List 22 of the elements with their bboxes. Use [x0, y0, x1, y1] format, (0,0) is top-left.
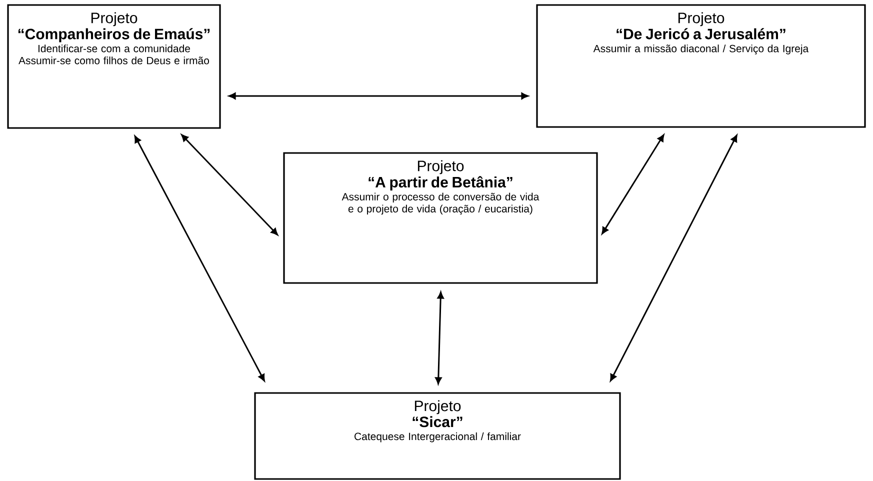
project-title: “De Jericó a Jerusalém” [616, 28, 786, 40]
double-arrow [435, 292, 444, 384]
project-box [7, 4, 221, 129]
project-description: Assumir a missão diaconal / Serviço da Igreja [593, 44, 809, 54]
project-description: Identificar-se com a comunidade Assumir-se como filhos de Deus e irmão [18, 44, 210, 64]
project-label: Projeto [678, 12, 724, 26]
project-box [283, 152, 598, 284]
project-box [254, 392, 621, 480]
project-box [536, 4, 866, 128]
project-label: Projeto [418, 160, 464, 174]
project-label: Projeto [414, 400, 461, 414]
project-description: Assumir o processo de conversão de vida e o projeto de vida (oração / eucaristia) [342, 192, 540, 215]
double-arrow [134, 136, 265, 382]
double-arrow [181, 134, 278, 236]
project-title: “Companheiros de Emaús” [18, 28, 210, 42]
project-title: “Sicar” [412, 416, 462, 428]
double-arrow [602, 134, 664, 234]
project-label: Projeto [91, 12, 138, 26]
project-title: “A partir de Betânia” [368, 176, 512, 190]
project-description: Catequese Intergeracional / familiar [354, 432, 521, 442]
double-arrow [228, 92, 528, 100]
double-arrow [610, 134, 738, 382]
